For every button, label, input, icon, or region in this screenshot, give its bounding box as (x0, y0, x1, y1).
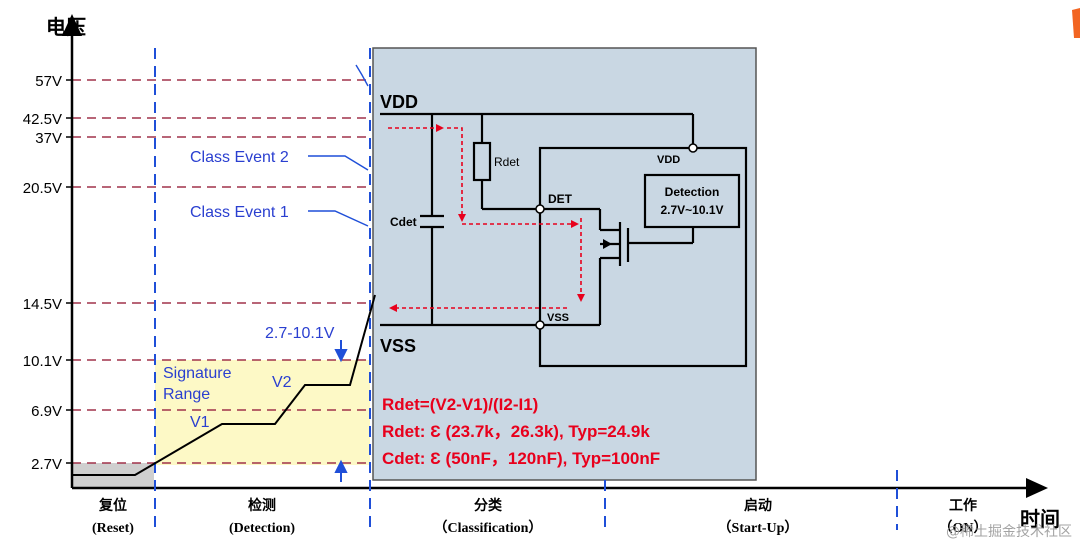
voltage-label: 10.1V (23, 353, 62, 370)
classification-circuit-panel (372, 47, 757, 481)
formulas: Rdet=(V2-V1)/(I2-I1) Rdet: Ɛ (23.7k，26.3… (382, 395, 660, 468)
current-flow-arrow-heads (389, 124, 585, 312)
vss-rail-label: VSS (380, 336, 416, 356)
y-axis-title: 电压 (46, 15, 86, 39)
phase-dividers (154, 48, 898, 530)
phase-classification-en: （Classification） (434, 520, 543, 536)
phase-startup-en: （Start-Up） (718, 520, 799, 536)
mosfet-arrow (603, 239, 612, 249)
vdd-pin-label: VDD (657, 154, 680, 166)
voltage-label: 20.5V (23, 180, 62, 197)
detection-block-range: 2.7V~10.1V (660, 203, 723, 217)
y-axis-arrow-head (62, 14, 82, 36)
corner-logo-shape (1072, 8, 1080, 38)
phase-startup-cn: 启动 (744, 497, 772, 514)
detect-range-markers (334, 340, 348, 482)
phase-detection-cn: 检测 (248, 497, 276, 514)
x-axis-title: 时间 (1020, 507, 1060, 531)
axes (70, 30, 1035, 490)
phase-reset-en: (Reset) (92, 521, 134, 536)
cdet-spec: Cdet: Ɛ (50nF，120nF), Typ=100nF (382, 449, 660, 468)
voltage-waveform (72, 294, 376, 476)
rdet-spec: Rdet: Ɛ (23.7k，26.3k), Typ=24.9k (382, 422, 650, 441)
voltage-level-lines (72, 79, 372, 464)
det-pin-label: DET (548, 192, 573, 206)
signature-range-fill (155, 360, 370, 465)
phase-detection-en: (Detection) (229, 521, 295, 536)
pd-controller-box (538, 146, 748, 368)
voltage-label: 6.9V (31, 403, 62, 420)
detect-range-label: 2.7-10.1V (265, 325, 335, 342)
class-event-2-label: Class Event 2 (190, 149, 289, 166)
voltage-label: 14.5V (23, 296, 62, 313)
phase-on-cn: 工作 (949, 497, 977, 514)
y-axis-ticks (66, 79, 72, 464)
phase-labels: 复位 (Reset) 检测 (Detection) 分类 （Classifica… (92, 497, 987, 536)
detection-block-title: Detection (665, 185, 720, 199)
class-event-1-label: Class Event 1 (190, 204, 289, 221)
x-axis-arrow-head (1026, 478, 1048, 498)
rdet-label: Rdet (494, 155, 520, 169)
vdd-rail-label: VDD (380, 92, 418, 112)
blue-annotations: Class Event 2 Class Event 1 2.7-10.1V Si… (163, 149, 335, 431)
cdet-label: Cdet (390, 215, 417, 229)
phase-classification-cn: 分类 (474, 497, 503, 514)
v2-label: V2 (272, 374, 292, 391)
rdet-formula: Rdet=(V2-V1)/(I2-I1) (382, 395, 538, 414)
class-event-leaders (308, 64, 369, 227)
signature-label-line2: Range (163, 386, 210, 403)
voltage-label: 37V (35, 130, 62, 147)
signature-label-line1: Signature (163, 365, 232, 382)
voltage-label: 42.5V (23, 111, 62, 128)
vss-pin-label: VSS (547, 312, 569, 324)
voltage-labels: 57V 42.5V 37V 20.5V 14.5V 10.1V 6.9V 2.7… (23, 73, 62, 473)
watermark: @稀土掘金技术社区 (946, 524, 1072, 540)
voltage-label: 2.7V (31, 456, 62, 473)
phase-reset-cn: 复位 (98, 497, 127, 514)
circuit-junctions (535, 143, 698, 330)
v1-label: V1 (190, 414, 210, 431)
detection-circuit (380, 112, 748, 368)
current-flow-arrows (388, 127, 582, 309)
phase-on-en: （ON） (939, 520, 988, 536)
voltage-label: 57V (35, 73, 62, 90)
